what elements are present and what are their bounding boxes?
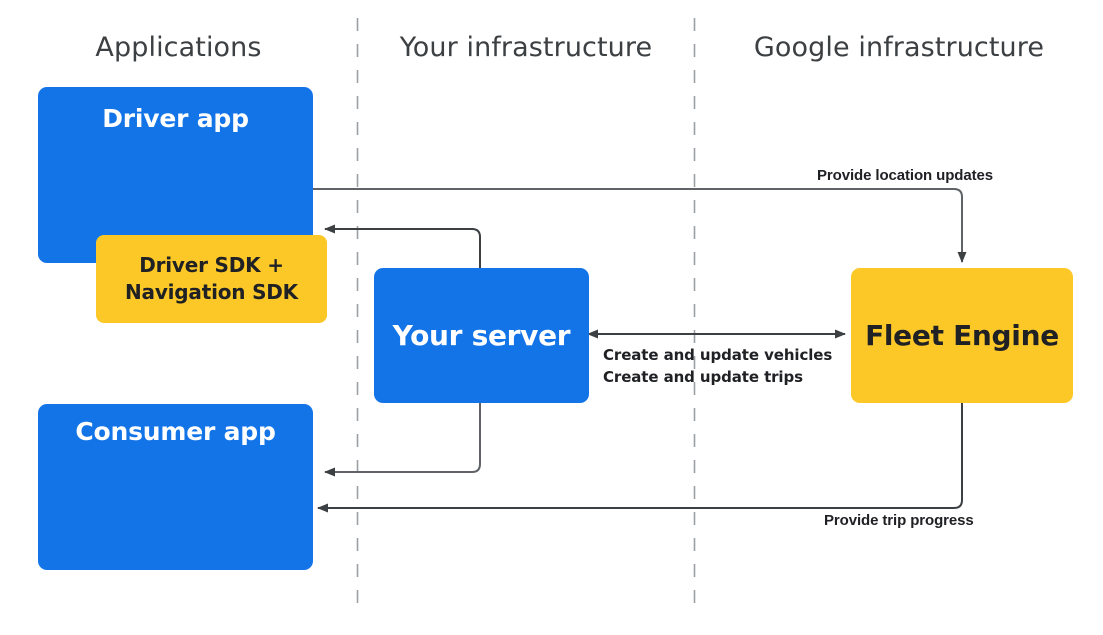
edge-driver-to-fleet-engine (305, 188, 967, 263)
edge-label-create-and-update: Create and update vehicles Create and up… (603, 345, 832, 389)
edge-label-provide-trip-progress: Provide trip progress (824, 512, 974, 529)
edge-server-to-driver (324, 224, 481, 268)
node-consumer-app[interactable]: Consumer app Consumer SDK + Navigation S… (38, 404, 313, 570)
zone-header-google-infrastructure: Google infrastructure (753, 32, 1045, 63)
driver-sdk-line-2: Navigation SDK (124, 280, 298, 304)
node-driver-app[interactable]: Driver app Driver SDK + Navigation SDK (38, 87, 327, 323)
your-server-title: Your server (392, 319, 571, 352)
edge-label-provide-location-updates: Provide location updates (817, 167, 993, 184)
driver-sdk-box[interactable]: Driver SDK + Navigation SDK (96, 235, 327, 323)
zone-header-applications: Applications (95, 32, 262, 63)
edge-fleet-engine-to-consumer (317, 403, 963, 513)
edge-server-to-consumer (324, 403, 481, 477)
zone-header-your-infrastructure: Your infrastructure (399, 32, 653, 63)
driver-sdk-line-1: Driver SDK + (139, 253, 284, 277)
node-fleet-engine[interactable]: Fleet Engine (851, 268, 1073, 403)
edge-label-create-vehicles: Create and update vehicles (603, 346, 833, 364)
driver-app-title: Driver app (102, 104, 249, 133)
consumer-app-title: Consumer app (75, 417, 276, 446)
node-your-server[interactable]: Your server (374, 268, 589, 403)
edge-label-create-trips: Create and update trips (603, 367, 803, 386)
fleet-engine-title: Fleet Engine (865, 319, 1059, 352)
